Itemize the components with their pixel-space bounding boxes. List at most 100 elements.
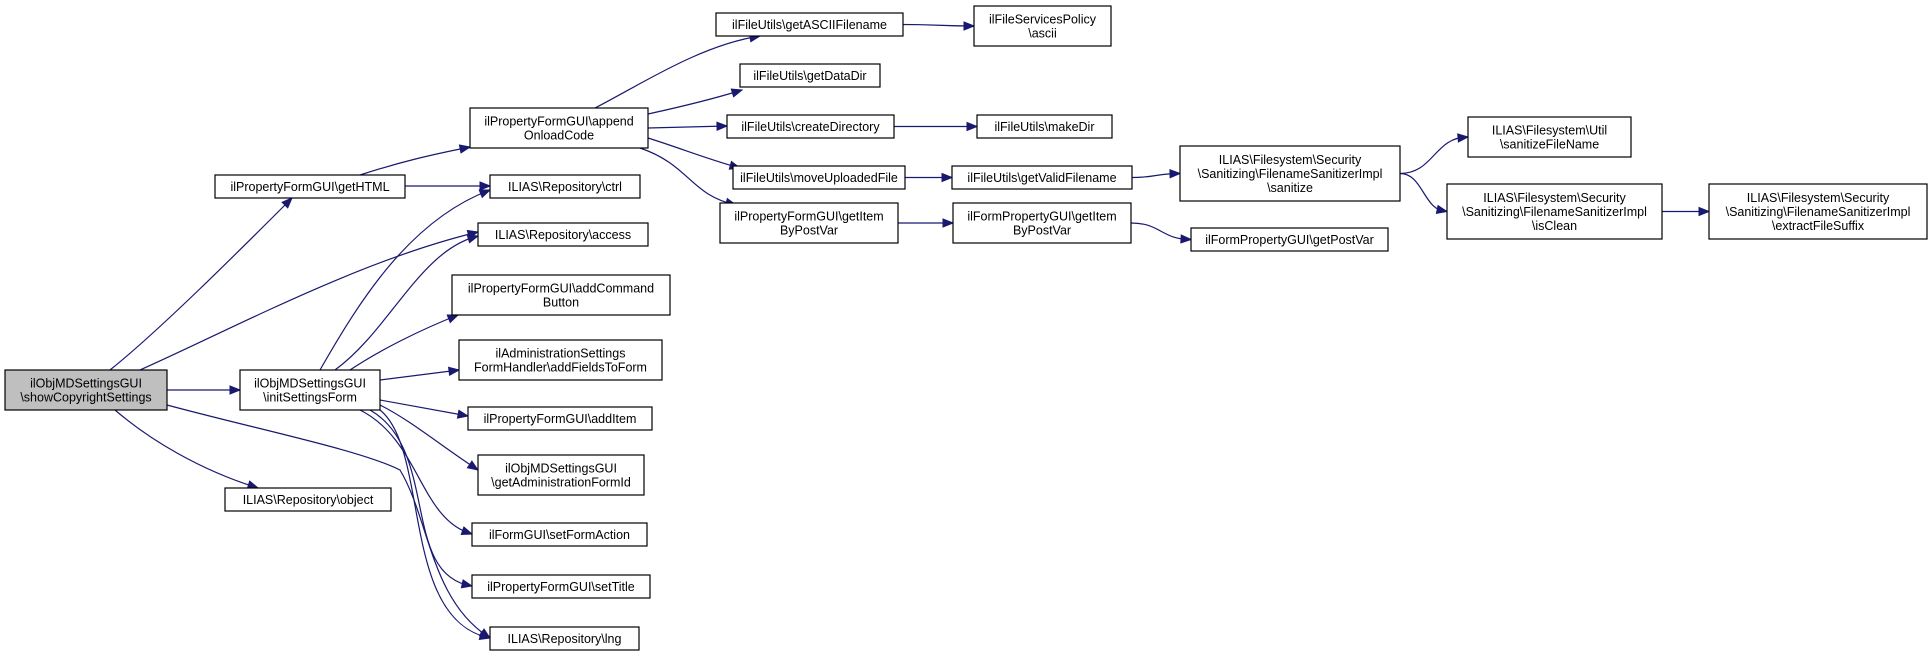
node-label-line: ilObjMDSettingsGUI: [254, 377, 366, 391]
node-box: [973, 5, 1112, 47]
node-box: [719, 202, 899, 244]
node-sanitizefilename[interactable]: ILIAS\Filesystem\Util\sanitizeFileName: [1467, 116, 1632, 158]
edge-initsettingsform-to-setformaction: [359, 409, 473, 535]
edge-root-to-object: [114, 409, 259, 489]
node-getvalidfilename[interactable]: ilFileUtils\getValidFilename: [951, 165, 1133, 190]
edge-getascii-to-ascii: [902, 23, 975, 27]
arrowhead: [941, 172, 954, 183]
edge-initsettingsform-to-addfields: [379, 369, 460, 381]
node-makedir[interactable]: ilFileUtils\makeDir: [976, 114, 1113, 139]
node-getascii[interactable]: ilFileUtils\getASCIIFilename: [715, 12, 904, 37]
node-label-line: ILIAS\Filesystem\Security: [1219, 153, 1362, 167]
node-box: [489, 174, 641, 199]
edge-initsettingsform-to-additem: [379, 399, 469, 417]
edge-initsettingsform-to-access: [334, 235, 479, 371]
arrowhead: [716, 121, 729, 132]
edge-appendonload-to-pfgetitem: [639, 147, 737, 206]
node-label-line: ilFormPropertyGUI\getItem: [967, 210, 1116, 224]
arrowhead: [460, 526, 474, 536]
arrowhead: [456, 409, 470, 419]
node-ctrl[interactable]: ILIAS\Repository\ctrl: [489, 174, 641, 199]
arrowhead: [1457, 133, 1470, 143]
node-setformaction[interactable]: ilFormGUI\setFormAction: [471, 522, 648, 547]
node-box: [976, 114, 1113, 139]
arrowhead: [730, 88, 744, 98]
node-label-line: ilFileUtils\moveUploadedFile: [740, 171, 898, 185]
arrowhead: [1180, 234, 1193, 244]
node-box: [458, 339, 663, 381]
edge-appendonload-to-moveuploaded: [647, 137, 741, 169]
node-settitle[interactable]: ilPropertyFormGUI\setTitle: [471, 574, 651, 599]
node-box: [469, 107, 649, 149]
node-box: [471, 574, 651, 599]
node-box: [952, 202, 1132, 244]
node-isclean[interactable]: ILIAS\Filesystem\Security\Sanitizing\Fil…: [1446, 183, 1663, 240]
node-lng[interactable]: ILIAS\Repository\lng: [489, 626, 640, 651]
node-label-line: ilPropertyFormGUI\append: [484, 115, 633, 129]
node-box: [739, 63, 881, 88]
node-moveuploaded[interactable]: ilFileUtils\moveUploadedFile: [732, 165, 906, 190]
node-label-line: ILIAS\Filesystem\Security: [1483, 191, 1626, 205]
node-label-line: ilObjMDSettingsGUI: [30, 377, 142, 391]
node-getadminformid[interactable]: ilObjMDSettingsGUI\getAdministrationForm…: [477, 454, 645, 496]
node-box: [1467, 116, 1632, 158]
node-box: [477, 454, 645, 496]
node-addfields[interactable]: ilAdministrationSettingsFormHandler\addF…: [458, 339, 663, 381]
edge-root-to-gethtml: [109, 197, 293, 371]
node-label-line: ilObjMDSettingsGUI: [505, 462, 617, 476]
node-getdatadir[interactable]: ilFileUtils\getDataDir: [739, 63, 881, 88]
node-gethtml[interactable]: ilPropertyFormGUI\getHTML: [214, 174, 406, 199]
node-label-line: OnloadCode: [524, 129, 594, 143]
node-box: [1190, 227, 1389, 252]
node-additem[interactable]: ilPropertyFormGUI\addItem: [467, 406, 653, 431]
node-initsettingsform[interactable]: ilObjMDSettingsGUI\initSettingsForm: [239, 369, 381, 411]
arrowhead: [229, 385, 242, 395]
node-label-line: \sanitizeFileName: [1500, 138, 1599, 152]
node-getpostvar[interactable]: ilFormPropertyGUI\getPostVar: [1190, 227, 1389, 252]
node-access[interactable]: ILIAS\Repository\access: [477, 222, 649, 247]
node-createdir[interactable]: ilFileUtils\createDirectory: [726, 114, 895, 139]
edge-sanitize-to-sanitizefilename: [1399, 136, 1469, 175]
node-extractsuffix[interactable]: ILIAS\Filesystem\Security\Sanitizing\Fil…: [1708, 183, 1928, 240]
node-ascii[interactable]: ilFileServicesPolicy\ascii: [973, 5, 1112, 47]
edge-sanitize-to-isclean: [1399, 172, 1448, 213]
node-label-line: ilFileUtils\makeDir: [994, 120, 1094, 134]
arrowhead: [966, 121, 979, 132]
node-object[interactable]: ILIAS\Repository\object: [224, 487, 392, 512]
node-label-line: ilAdministrationSettings: [496, 347, 626, 361]
node-label-line: ilPropertyFormGUI\addItem: [484, 412, 637, 426]
arrowhead: [478, 630, 492, 640]
node-label-line: ILIAS\Repository\ctrl: [508, 180, 622, 194]
node-label-line: ilPropertyFormGUI\getHTML: [230, 180, 389, 194]
edge-initsettingsform-to-settitle: [369, 409, 473, 587]
node-sanitize[interactable]: ILIAS\Filesystem\Security\Sanitizing\Fil…: [1179, 145, 1401, 202]
arrowhead: [458, 144, 472, 154]
node-box: [1446, 183, 1663, 240]
node-label-line: ILIAS\Filesystem\Util: [1492, 124, 1607, 138]
arrowhead: [478, 189, 492, 199]
node-label-line: ILIAS\Repository\access: [495, 228, 631, 242]
arrowhead: [942, 218, 955, 228]
node-label-line: ilFormGUI\setFormAction: [489, 528, 630, 542]
edge-initsettingsform-to-addcommand: [349, 314, 459, 371]
arrowhead: [479, 181, 492, 191]
node-label-line: ilPropertyFormGUI\getItem: [734, 210, 883, 224]
node-label-line: \initSettingsForm: [263, 391, 357, 405]
node-label-line: ilFileUtils\createDirectory: [741, 120, 880, 134]
node-label-line: \showCopyrightSettings: [20, 391, 151, 405]
node-label-line: ILIAS\Filesystem\Security: [1747, 191, 1890, 205]
edge-initsettingsform-to-ctrl: [319, 189, 491, 371]
node-box: [732, 165, 906, 190]
node-root[interactable]: ilObjMDSettingsGUI\showCopyrightSettings: [4, 369, 168, 411]
node-label-line: \isClean: [1532, 219, 1577, 233]
node-box: [239, 369, 381, 411]
node-box: [1179, 145, 1401, 202]
node-label-line: ilFileUtils\getValidFilename: [967, 171, 1116, 185]
arrowhead: [447, 366, 461, 377]
node-box: [715, 12, 904, 37]
